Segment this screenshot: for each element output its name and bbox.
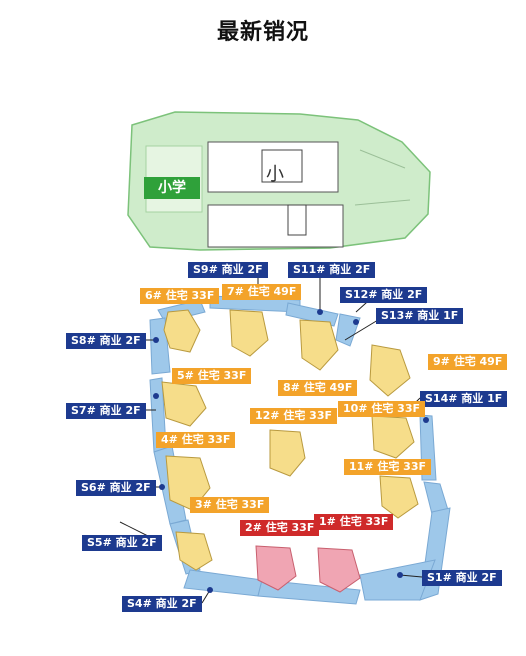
label-b10[interactable]: 10# 住宅 33F xyxy=(338,401,426,417)
page-title: 最新销况 xyxy=(216,20,309,45)
label-s5[interactable]: S5# 商业 2F xyxy=(82,535,162,551)
label-b2[interactable]: 2# 住宅 33F xyxy=(240,520,320,536)
label-s14[interactable]: S14# 商业 1F xyxy=(420,391,508,407)
label-s1[interactable]: S1# 商业 2F xyxy=(422,570,502,586)
label-b12[interactable]: 12# 住宅 33F xyxy=(250,408,338,424)
label-b1[interactable]: 1# 住宅 33F xyxy=(314,514,394,530)
label-s8[interactable]: S8# 商业 2F xyxy=(66,333,146,349)
label-s7[interactable]: S7# 商业 2F xyxy=(66,403,146,419)
label-b11[interactable]: 11# 住宅 33F xyxy=(344,459,432,475)
label-b6[interactable]: 6# 住宅 33F xyxy=(140,288,220,304)
highlighted-buildings xyxy=(255,545,361,593)
label-b7[interactable]: 7# 住宅 49F xyxy=(222,284,302,300)
label-b8[interactable]: 8# 住宅 49F xyxy=(278,380,358,396)
label-s9[interactable]: S9# 商业 2F xyxy=(188,262,268,278)
label-s4[interactable]: S4# 商业 2F xyxy=(122,596,202,612)
label-s11[interactable]: S11# 商业 2F xyxy=(288,262,376,278)
label-s6[interactable]: S6# 商业 2F xyxy=(76,480,156,496)
label-s12[interactable]: S12# 商业 2F xyxy=(340,287,428,303)
school-grounds xyxy=(127,111,431,251)
label-s13[interactable]: S13# 商业 1F xyxy=(376,308,464,324)
label-b5[interactable]: 5# 住宅 33F xyxy=(172,368,252,384)
school-label: 小学 xyxy=(144,177,200,199)
label-b3[interactable]: 3# 住宅 33F xyxy=(190,497,270,513)
school-building-text: 小 xyxy=(266,164,284,185)
residential-buildings xyxy=(161,309,419,571)
label-b4[interactable]: 4# 住宅 33F xyxy=(156,432,236,448)
label-b9[interactable]: 9# 住宅 49F xyxy=(428,354,508,370)
